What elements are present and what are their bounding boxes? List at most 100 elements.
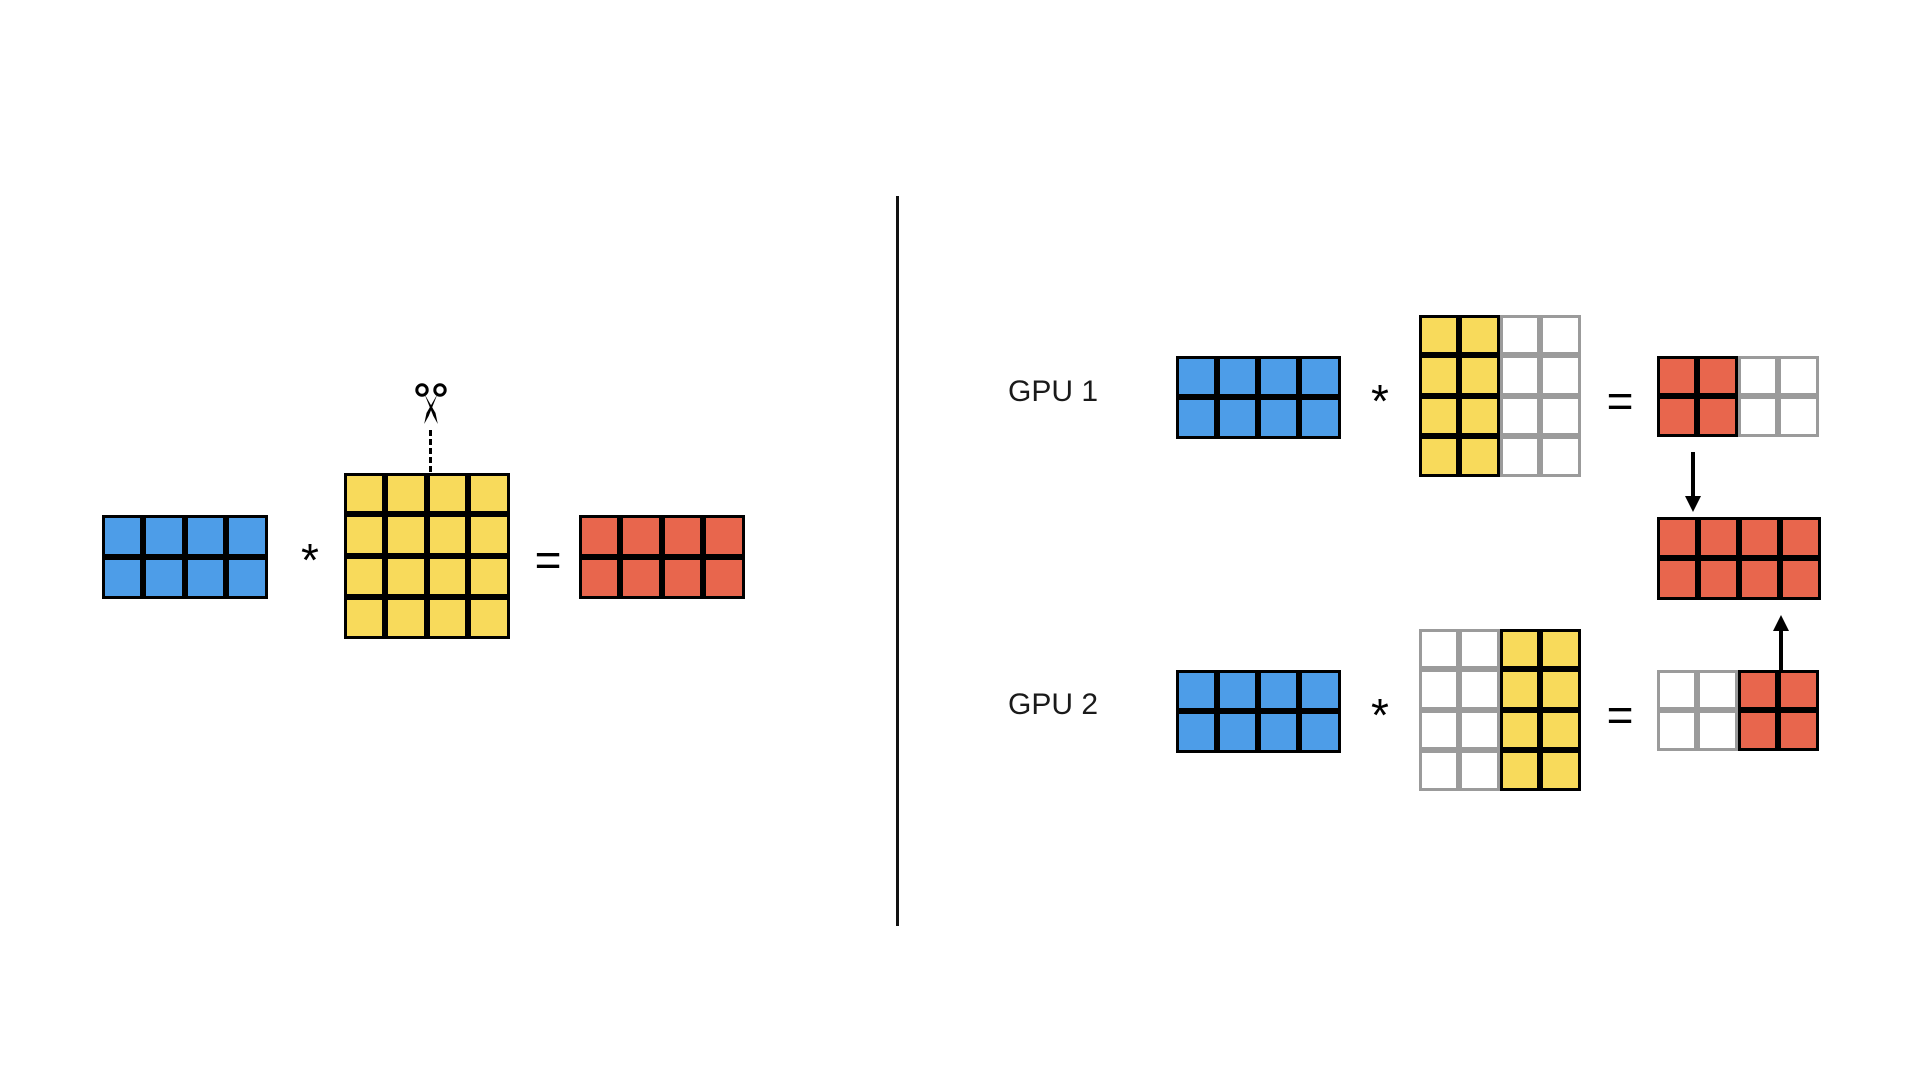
left-input-matrix: [101, 514, 269, 600]
matrix-cell: [343, 555, 385, 597]
matrix-cell: [1418, 436, 1459, 477]
gpu2-input-matrix: [1175, 669, 1342, 754]
matrix-cell: [661, 514, 703, 557]
matrix-cell: [1656, 669, 1697, 710]
gpu2-weight-matrix: [1418, 628, 1582, 792]
matrix-cell: [578, 556, 620, 599]
matrix-cell: [1738, 516, 1780, 558]
matrix-cell: [1216, 711, 1258, 753]
matrix-cell: [1779, 558, 1821, 600]
panel-divider: [896, 196, 899, 926]
matrix-cell: [1258, 397, 1300, 439]
matrix-cell: [661, 556, 703, 599]
matrix-cell: [184, 514, 226, 557]
matrix-cell: [1418, 669, 1459, 710]
matrix-cell: [1459, 355, 1500, 396]
matrix-cell: [1737, 710, 1778, 751]
matrix-cell: [703, 556, 745, 599]
matrix-cell: [343, 597, 385, 639]
matrix-cell: [1540, 709, 1581, 750]
matrix-cell: [1299, 397, 1341, 439]
matrix-cell: [1418, 355, 1459, 396]
gpu1-equals-operator: =: [1606, 375, 1634, 427]
matrix-cell: [1778, 710, 1819, 751]
matrix-cell: [1299, 711, 1341, 753]
matrix-cell: [1656, 396, 1697, 437]
matrix-cell: [1540, 669, 1581, 710]
matrix-cell: [426, 597, 468, 639]
matrix-cell: [1540, 750, 1581, 791]
matrix-cell: [578, 514, 620, 557]
matrix-cell: [143, 514, 185, 557]
gpu2-label: GPU 2: [1008, 688, 1099, 721]
matrix-cell: [385, 555, 427, 597]
matrix-cell: [703, 514, 745, 557]
matrix-cell: [1697, 669, 1738, 710]
gpu1-label: GPU 1: [1008, 375, 1099, 408]
left-output-matrix: [578, 514, 746, 600]
matrix-cell: [1499, 436, 1540, 477]
matrix-cell: [1697, 558, 1739, 600]
matrix-cell: [426, 472, 468, 514]
matrix-cell: [1418, 395, 1459, 436]
left-equals-operator: =: [534, 534, 562, 586]
matrix-cell: [1540, 314, 1581, 355]
matrix-cell: [1258, 669, 1300, 711]
matrix-cell: [1697, 355, 1738, 396]
matrix-cell: [101, 514, 143, 557]
matrix-cell: [1697, 710, 1738, 751]
matrix-cell: [1540, 436, 1581, 477]
left-weight-matrix: [343, 472, 511, 640]
matrix-cell: [1778, 669, 1819, 710]
matrix-cell: [468, 555, 510, 597]
matrix-cell: [1656, 355, 1697, 396]
matrix-cell: [1540, 395, 1581, 436]
matrix-cell: [1737, 396, 1778, 437]
matrix-cell: [1656, 558, 1698, 600]
matrix-cell: [1778, 396, 1819, 437]
matrix-cell: [1656, 516, 1698, 558]
matrix-cell: [385, 514, 427, 556]
matrix-cell: [184, 556, 226, 599]
matrix-cell: [1540, 628, 1581, 669]
matrix-cell: [1418, 750, 1459, 791]
matrix-cell: [1459, 628, 1500, 669]
matrix-cell: [1418, 709, 1459, 750]
matrix-cell: [385, 472, 427, 514]
gpu2-output-matrix: [1656, 669, 1820, 752]
matrix-cell: [468, 472, 510, 514]
matrix-cell: [1697, 516, 1739, 558]
matrix-cell: [1499, 750, 1540, 791]
matrix-cell: [226, 514, 268, 557]
matrix-cell: [620, 556, 662, 599]
matrix-cell: [1737, 355, 1778, 396]
matrix-cell: [226, 556, 268, 599]
combined-output-matrix: [1656, 516, 1822, 601]
matrix-cell: [385, 597, 427, 639]
matrix-cell: [1499, 355, 1540, 396]
matrix-cell: [1258, 355, 1300, 397]
matrix-cell: [1216, 355, 1258, 397]
gpu1-output-matrix: [1656, 355, 1820, 438]
matrix-cell: [343, 514, 385, 556]
gpu1-input-matrix: [1175, 355, 1342, 440]
matrix-cell: [1499, 314, 1540, 355]
matrix-cell: [343, 472, 385, 514]
matrix-cell: [1175, 669, 1217, 711]
matrix-cell: [1459, 709, 1500, 750]
matrix-cell: [1258, 711, 1300, 753]
matrix-cell: [1175, 355, 1217, 397]
matrix-cell: [468, 514, 510, 556]
gpu2-equals-operator: =: [1606, 689, 1634, 741]
matrix-cell: [1778, 355, 1819, 396]
matrix-cell: [620, 514, 662, 557]
matrix-cell: [1499, 628, 1540, 669]
cut-dashed-line: [429, 430, 432, 472]
gpu2-multiply-operator: *: [1371, 689, 1389, 741]
matrix-cell: [1459, 395, 1500, 436]
matrix-cell: [1299, 355, 1341, 397]
gpu1-weight-matrix: [1418, 314, 1582, 478]
matrix-cell: [1499, 709, 1540, 750]
matrix-cell: [1459, 314, 1500, 355]
